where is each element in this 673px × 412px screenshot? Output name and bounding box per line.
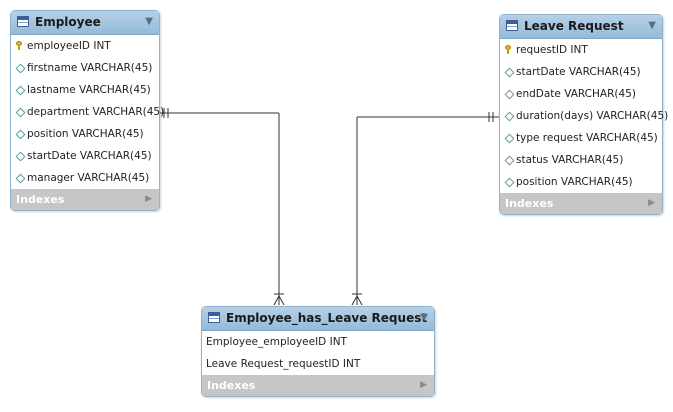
indexes-section[interactable]: Indexes ▶	[500, 193, 662, 214]
column-label: firstname VARCHAR(45)	[27, 62, 153, 74]
relationship-leave-request-junction[interactable]	[351, 112, 499, 306]
column-diamond-icon	[15, 151, 26, 162]
column-row[interactable]: status VARCHAR(45)	[500, 149, 662, 171]
table-header[interactable]: Leave Request ▼	[500, 15, 662, 39]
column-label: requestID INT	[516, 44, 588, 56]
column-row[interactable]: duration(days) VARCHAR(45)	[500, 105, 668, 127]
column-label: duration(days) VARCHAR(45)	[516, 110, 669, 122]
column-diamond-icon	[504, 67, 515, 78]
column-row[interactable]: department VARCHAR(45)	[11, 101, 164, 123]
column-row[interactable]: requestID INT	[500, 39, 662, 61]
column-label: manager VARCHAR(45)	[27, 172, 150, 184]
column-diamond-icon	[504, 177, 515, 188]
collapse-arrow-icon[interactable]: ▼	[648, 20, 656, 31]
column-row[interactable]: position VARCHAR(45)	[500, 171, 662, 193]
indexes-label: Indexes	[207, 379, 256, 392]
table-title: Leave Request	[524, 19, 624, 33]
employee-table[interactable]: Employee ▼ employeeID INT firstname VARC…	[10, 10, 164, 211]
column-row[interactable]: firstname VARCHAR(45)	[11, 57, 159, 79]
column-diamond-icon	[15, 85, 26, 96]
column-diamond-icon	[15, 63, 26, 74]
primary-key-icon	[16, 41, 22, 50]
column-label: lastname VARCHAR(45)	[27, 84, 151, 96]
table-icon	[208, 312, 220, 323]
collapse-arrow-icon[interactable]: ▼	[420, 312, 428, 323]
table-header[interactable]: Employee ▼	[11, 11, 159, 35]
column-diamond-icon	[504, 133, 515, 144]
column-label: startDate VARCHAR(45)	[516, 66, 641, 78]
column-row[interactable]: Employee_employeeID INT	[202, 331, 434, 353]
column-row[interactable]: endDate VARCHAR(45)	[500, 83, 662, 105]
column-row[interactable]: startDate VARCHAR(45)	[500, 61, 662, 83]
column-label: position VARCHAR(45)	[516, 176, 633, 188]
column-label: employeeID INT	[27, 40, 111, 52]
collapse-arrow-icon[interactable]: ▼	[145, 16, 153, 27]
column-diamond-icon	[15, 129, 26, 140]
column-row[interactable]: lastname VARCHAR(45)	[11, 79, 159, 101]
column-label: endDate VARCHAR(45)	[516, 88, 636, 100]
indexes-section[interactable]: Indexes ▶	[202, 375, 434, 396]
table-icon	[17, 16, 29, 27]
indexes-label: Indexes	[505, 197, 554, 210]
column-row[interactable]: employeeID INT	[11, 35, 159, 57]
expand-arrow-icon[interactable]: ▶	[648, 198, 655, 208]
column-label: type request VARCHAR(45)	[516, 132, 658, 144]
column-row[interactable]: position VARCHAR(45)	[11, 123, 159, 145]
relationship-employee-junction[interactable]	[160, 108, 285, 306]
indexes-label: Indexes	[16, 193, 65, 206]
column-row[interactable]: manager VARCHAR(45)	[11, 167, 159, 189]
column-diamond-icon	[504, 111, 515, 122]
column-label: Employee_employeeID INT	[206, 336, 347, 348]
table-title: Employee_has_Leave Request	[226, 311, 428, 325]
column-diamond-icon	[504, 89, 515, 100]
column-label: status VARCHAR(45)	[516, 154, 624, 166]
column-label: department VARCHAR(45)	[27, 106, 165, 118]
column-label: Leave Request_requestID INT	[206, 358, 361, 370]
employee-has-leave-request-table[interactable]: Employee_has_Leave Request ▼ Employee_em…	[201, 306, 435, 397]
column-label: position VARCHAR(45)	[27, 128, 144, 140]
expand-arrow-icon[interactable]: ▶	[145, 194, 152, 204]
column-diamond-icon	[15, 173, 26, 184]
column-row[interactable]: Leave Request_requestID INT	[202, 353, 434, 375]
column-row[interactable]: type request VARCHAR(45)	[500, 127, 662, 149]
column-label: startDate VARCHAR(45)	[27, 150, 152, 162]
table-header[interactable]: Employee_has_Leave Request ▼	[202, 307, 434, 331]
expand-arrow-icon[interactable]: ▶	[420, 380, 427, 390]
table-title: Employee	[35, 15, 101, 29]
primary-key-icon	[505, 45, 511, 54]
table-icon	[506, 20, 518, 31]
column-diamond-icon	[504, 155, 515, 166]
indexes-section[interactable]: Indexes ▶	[11, 189, 159, 210]
column-diamond-icon	[15, 107, 26, 118]
column-row[interactable]: startDate VARCHAR(45)	[11, 145, 159, 167]
leave-request-table[interactable]: Leave Request ▼ requestID INT startDate …	[499, 14, 668, 215]
